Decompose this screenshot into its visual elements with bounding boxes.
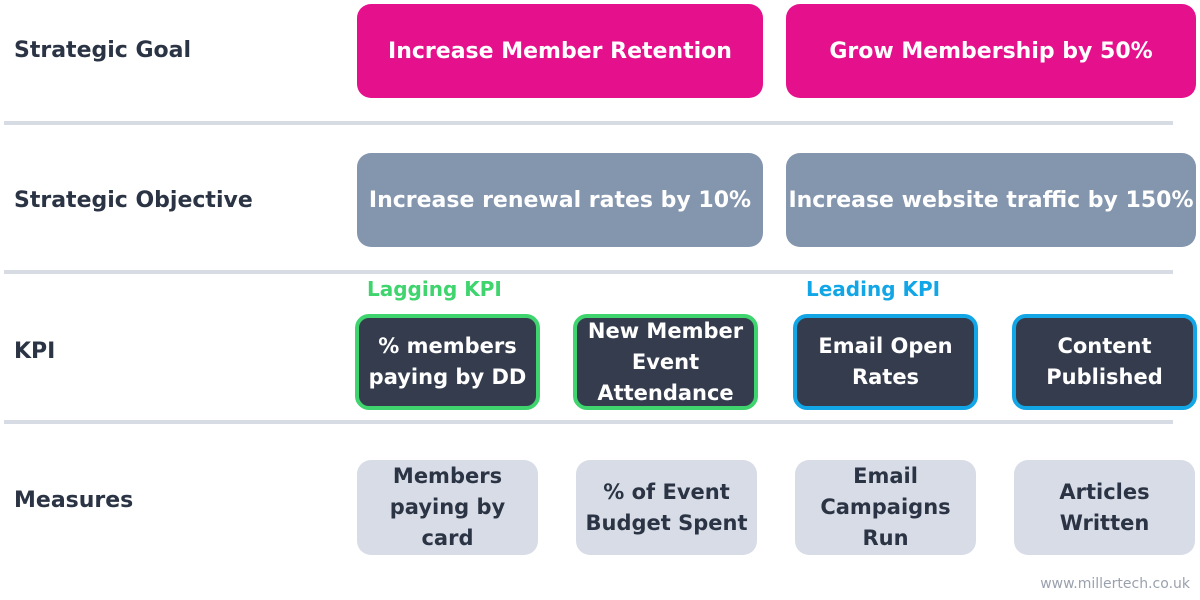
kpi-box-members-paying-dd: % members paying by DD	[355, 314, 540, 410]
leading-kpi-label: Leading KPI	[806, 277, 941, 301]
goal-box-member-retention: Increase Member Retention	[357, 4, 763, 98]
row-label-strategic-goal: Strategic Goal	[14, 38, 192, 63]
objective-box-website-traffic: Increase website traffic by 150%	[786, 153, 1196, 247]
kpi-box-email-open-rates: Email Open Rates	[793, 314, 978, 410]
row-label-kpi: KPI	[14, 339, 56, 364]
row-label-strategic-objective: Strategic Objective	[14, 188, 253, 213]
row-divider	[4, 420, 1173, 424]
measure-box-email-campaigns: Email Campaigns Run	[795, 460, 976, 555]
goal-box-grow-membership: Grow Membership by 50%	[786, 4, 1196, 98]
kpi-box-content-published: Content Published	[1012, 314, 1197, 410]
watermark-url: www.millertech.co.uk	[1040, 576, 1190, 592]
objective-box-renewal-rates: Increase renewal rates by 10%	[357, 153, 763, 247]
lagging-kpi-label: Lagging KPI	[367, 277, 502, 301]
measure-box-event-budget: % of Event Budget Spent	[576, 460, 757, 555]
row-divider	[4, 121, 1173, 125]
row-label-measures: Measures	[14, 488, 134, 513]
kpi-box-event-attendance: New Member Event Attendance	[573, 314, 758, 410]
measure-box-articles-written: Articles Written	[1014, 460, 1195, 555]
measure-box-members-paying-card: Members paying by card	[357, 460, 538, 555]
row-divider	[4, 270, 1173, 274]
